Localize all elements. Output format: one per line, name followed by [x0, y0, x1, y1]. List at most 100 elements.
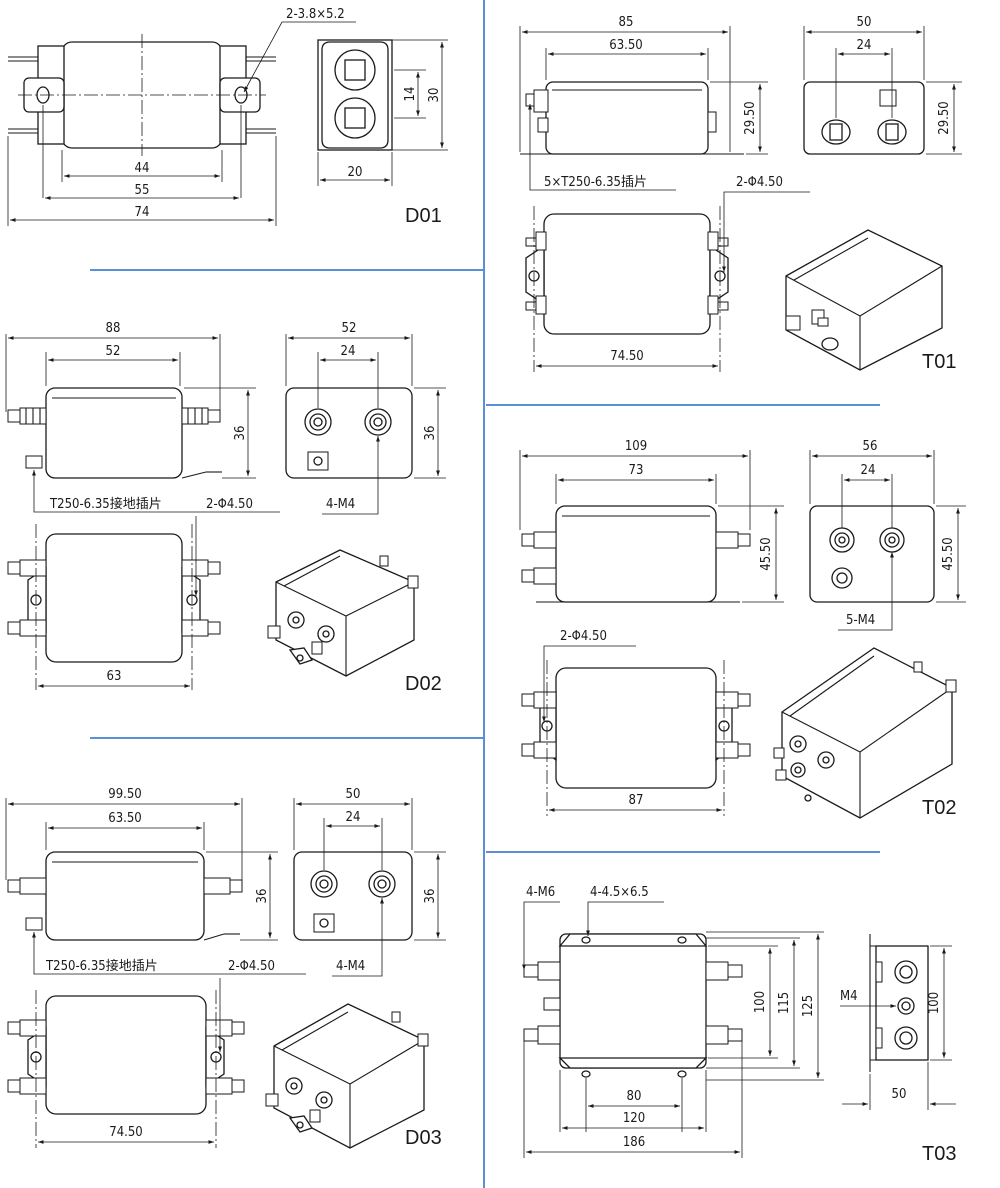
- d03-dim-63-50: 63.50: [108, 811, 141, 826]
- d03-side-dim-24: 24: [346, 810, 361, 825]
- t02-dim-45-50: 45.50: [759, 537, 774, 570]
- t03-label: T03: [922, 1143, 956, 1165]
- d03-ground-tab: [25, 917, 43, 931]
- d03-drawing: 99.50 63.50 36 T250-6.35接地插片 2-Φ4.50 50 …: [5, 787, 446, 1149]
- d02-side-dim-36: 36: [423, 426, 438, 441]
- d02-side-dim-52: 52: [342, 321, 357, 336]
- d03-hole-note: 2-Φ4.50: [228, 959, 275, 974]
- d03-side-dim-36: 36: [423, 889, 438, 904]
- t02-drawing: 109 73 45.50 56 24 45.50 5-M4: [519, 439, 966, 819]
- t01-tab-note: 5×T250-6.35插片: [544, 175, 647, 190]
- d01-dim-30: 30: [427, 88, 442, 103]
- d02-front-view: 88 52 36 T250-6.35接地插片 2-Φ4.50: [5, 321, 280, 513]
- d03-label: D03: [405, 1127, 442, 1149]
- t01-side-body: [803, 81, 925, 155]
- d02-dim-88: 88: [106, 321, 121, 336]
- t02-side-body: [809, 505, 935, 603]
- t03-dim-120: 120: [623, 1111, 645, 1126]
- d02-label: D02: [405, 673, 442, 695]
- t01-top-body: [543, 213, 711, 335]
- t02-top-body: [555, 667, 717, 789]
- t01-iso-view: [785, 229, 943, 371]
- t03-dim-115: 115: [777, 992, 792, 1014]
- d01-side-view: 14 30 20: [317, 39, 448, 186]
- t02-body: [555, 505, 717, 603]
- d03-body: [45, 851, 205, 941]
- d02-body: [45, 387, 183, 479]
- d02-dim-52: 52: [106, 344, 121, 359]
- t02-top-view: 87 2-Φ4.50: [521, 629, 751, 816]
- d03-tab-note: T250-6.35接地插片: [45, 958, 158, 974]
- t03-m4-note: M4: [840, 989, 858, 1004]
- d03-dim-74-50: 74.50: [109, 1125, 142, 1140]
- t01-hole-note: 2-Φ4.50: [736, 175, 783, 190]
- t03-dim-100: 100: [753, 991, 768, 1013]
- t03-side-dim-50: 50: [892, 1087, 907, 1102]
- d01-drawing: 44 55 74 2-3.8×5.2 14 30 20 D01: [7, 7, 448, 227]
- t02-side-view: 56 24 45.50 5-M4: [809, 439, 966, 631]
- t01-side-dim-29-50: 29.50: [937, 101, 952, 134]
- d03-side-view: 50 24 36 4-M4: [293, 787, 446, 977]
- d03-dim-36: 36: [255, 889, 270, 904]
- t03-top-view: 4-M6 4-4.5×6.5 100 115 125 80 120 186: [522, 885, 824, 1158]
- d01-label: D01: [405, 205, 442, 227]
- d01-dim-44: 44: [135, 161, 150, 176]
- t02-side-dim-24: 24: [861, 463, 876, 478]
- d03-side-dim-50: 50: [346, 787, 361, 802]
- d02-dim-36: 36: [233, 426, 248, 441]
- t02-hole-note: 2-Φ4.50: [560, 629, 607, 644]
- t02-side-dim-56: 56: [863, 439, 878, 454]
- t03-body: [559, 933, 707, 1069]
- t02-dim-87: 87: [629, 793, 644, 808]
- t01-drawing: 85 63.50 29.50 5×T250-6.35插片 50 24 29.50: [519, 15, 962, 373]
- t02-dim-109: 109: [625, 439, 647, 454]
- d01-dim-55: 55: [135, 183, 150, 198]
- d02-side-view: 52 24 36 4-M4: [285, 321, 446, 515]
- d01-top-view: 44 55 74 2-3.8×5.2: [7, 7, 356, 226]
- d03-side-body: [293, 851, 413, 941]
- t01-label: T01: [922, 351, 956, 373]
- d01-dim-14: 14: [403, 87, 418, 102]
- d03-top-view: 74.50: [7, 978, 245, 1148]
- t03-dim-186: 186: [623, 1135, 645, 1150]
- t01-side-view: 50 24 29.50: [803, 15, 962, 155]
- d02-hole-note: 2-Φ4.50: [206, 497, 253, 512]
- t01-dim-29-50: 29.50: [743, 101, 758, 134]
- d01-dim-74: 74: [135, 205, 150, 220]
- d03-dim-99-50: 99.50: [108, 787, 141, 802]
- d02-ground-tab: [25, 455, 43, 469]
- t03-side-dim-100: 100: [927, 992, 942, 1014]
- d03-screw-note: 4-M4: [336, 959, 365, 974]
- t01-front-view: 85 63.50 29.50 5×T250-6.35插片: [519, 15, 768, 191]
- t03-drawing: 4-M6 4-4.5×6.5 100 115 125 80 120 186: [522, 885, 956, 1165]
- t03-side-view: M4 100 50: [840, 934, 956, 1110]
- d02-top-view: 63: [7, 516, 221, 690]
- d02-side-dim-24: 24: [341, 344, 356, 359]
- d02-drawing: 88 52 36 T250-6.35接地插片 2-Φ4.50 52 24 36 …: [5, 321, 446, 695]
- t02-iso-view: [773, 647, 957, 819]
- d03-iso-view: [265, 1003, 429, 1149]
- t01-dim-85: 85: [619, 15, 634, 30]
- t01-side-dim-50: 50: [857, 15, 872, 30]
- t02-label: T02: [922, 797, 956, 819]
- d02-dim-63: 63: [107, 669, 122, 684]
- d03-front-view: 99.50 63.50 36 T250-6.35接地插片 2-Φ4.50: [5, 787, 306, 975]
- d02-top-body: [45, 533, 183, 663]
- t02-side-dim-45-50: 45.50: [941, 537, 956, 570]
- t01-side-dim-24: 24: [857, 38, 872, 53]
- t02-front-view: 109 73 45.50: [519, 439, 784, 603]
- t03-m6-note: 4-M6: [526, 885, 555, 900]
- d02-screw-note: 4-M4: [326, 497, 355, 512]
- t03-slot-note: 4-4.5×6.5: [590, 885, 649, 900]
- d02-iso-view: [267, 549, 419, 677]
- t01-top-view: 74.50 2-Φ4.50: [525, 175, 810, 372]
- t02-dim-73: 73: [629, 463, 644, 478]
- t03-dim-125: 125: [801, 995, 816, 1017]
- t01-dim-74-50: 74.50: [610, 349, 643, 364]
- t03-dim-80: 80: [627, 1089, 642, 1104]
- section-dividers: [90, 0, 880, 1188]
- d03-top-body: [45, 995, 207, 1115]
- d02-side-body: [285, 387, 413, 479]
- d01-slot-note: 2-3.8×5.2: [286, 7, 345, 22]
